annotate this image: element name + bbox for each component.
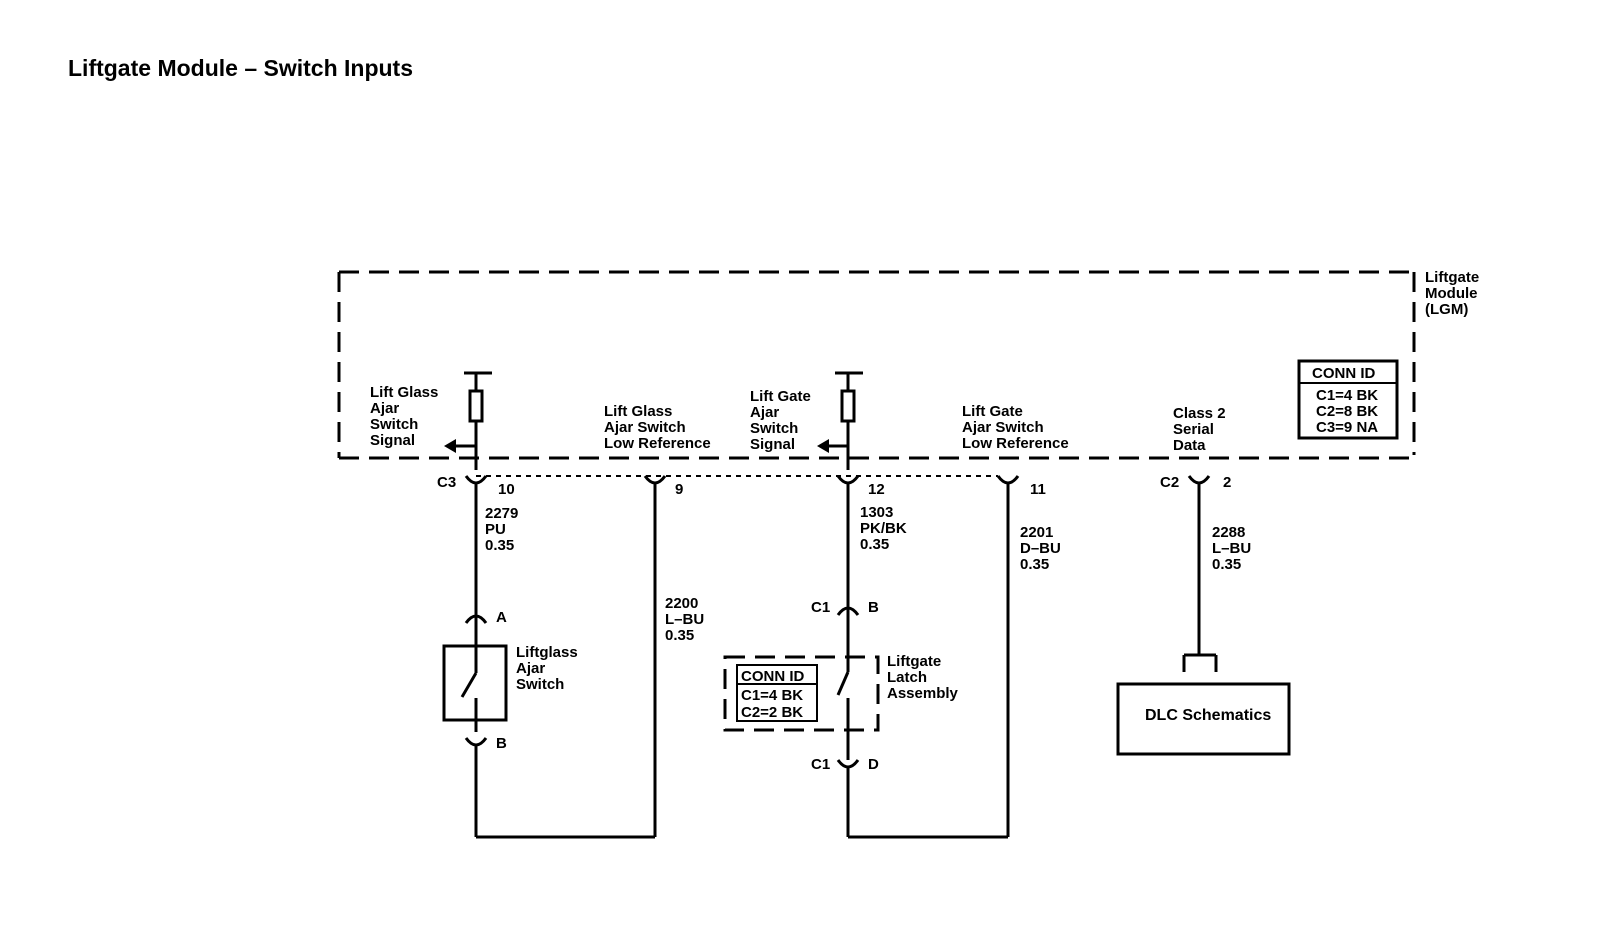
page-title: Liftgate Module – Switch Inputs xyxy=(68,55,413,81)
latch-assembly-boundary xyxy=(723,655,880,732)
connector-c2-label: C2 xyxy=(1160,474,1179,491)
svg-text:Liftglass: Liftglass xyxy=(516,644,578,661)
latch-c1-bottom-label: C1 xyxy=(811,756,830,773)
lift-gate-signal-label: Lift Gate Ajar Switch Signal xyxy=(750,388,811,453)
svg-text:Switch: Switch xyxy=(516,676,564,693)
svg-text:0.35: 0.35 xyxy=(485,537,514,554)
latch-pin-b-label: B xyxy=(868,599,879,616)
svg-text:Lift Gate: Lift Gate xyxy=(750,388,811,405)
connector-c3-label: C3 xyxy=(437,474,456,491)
svg-text:Data: Data xyxy=(1173,437,1206,454)
svg-text:Switch: Switch xyxy=(370,416,418,433)
svg-text:2200: 2200 xyxy=(665,595,698,612)
pin-a-label: A xyxy=(496,609,507,626)
svg-text:0.35: 0.35 xyxy=(860,536,889,553)
latch-pin-d-label: D xyxy=(868,756,879,773)
lift-glass-signal-circuit xyxy=(444,371,492,648)
svg-text:0.35: 0.35 xyxy=(665,627,694,644)
svg-text:CONN ID: CONN ID xyxy=(1312,365,1376,382)
svg-text:2288: 2288 xyxy=(1212,524,1245,541)
svg-text:Ajar Switch: Ajar Switch xyxy=(962,419,1044,436)
svg-text:C1=4 BK: C1=4 BK xyxy=(741,687,803,704)
svg-text:Latch: Latch xyxy=(887,669,927,686)
class2-serial-data-circuit xyxy=(1182,475,1218,672)
module-boundary xyxy=(337,270,1416,460)
svg-text:Serial: Serial xyxy=(1173,421,1214,438)
svg-text:Class 2: Class 2 xyxy=(1173,405,1226,422)
svg-text:Ajar Switch: Ajar Switch xyxy=(604,419,686,436)
liftglass-ajar-switch-label: Liftglass Ajar Switch xyxy=(516,644,578,693)
svg-text:(LGM): (LGM) xyxy=(1425,301,1468,318)
latch-conn-id-box: CONN ID C1=4 BK C2=2 BK xyxy=(736,664,818,722)
svg-text:C2=2 BK: C2=2 BK xyxy=(741,704,803,721)
conn-id-module-box: CONN ID C1=4 BK C2=8 BK C3=9 NA xyxy=(1297,359,1399,440)
wire-2288-label: 2288 L–BU 0.35 xyxy=(1212,524,1251,573)
svg-text:Liftgate: Liftgate xyxy=(1425,269,1479,286)
svg-text:Liftgate: Liftgate xyxy=(887,653,941,670)
liftgate-latch-assembly-label: Liftgate Latch Assembly xyxy=(887,653,959,702)
svg-text:L–BU: L–BU xyxy=(665,611,704,628)
svg-text:Low Reference: Low Reference xyxy=(604,435,711,452)
module-label: Liftgate Module (LGM) xyxy=(1425,269,1479,318)
pin-2-label: 2 xyxy=(1223,474,1231,491)
svg-text:Lift Glass: Lift Glass xyxy=(370,384,438,401)
svg-text:2279: 2279 xyxy=(485,505,518,522)
lift-glass-signal-label: Lift Glass Ajar Switch Signal xyxy=(370,384,438,449)
svg-text:0.35: 0.35 xyxy=(1020,556,1049,573)
lift-glass-low-ref-circuit xyxy=(476,475,667,839)
pin-9-label: 9 xyxy=(675,481,683,498)
liftglass-ajar-switch xyxy=(442,644,508,837)
svg-text:C3=9 NA: C3=9 NA xyxy=(1316,419,1378,436)
svg-text:CONN ID: CONN ID xyxy=(741,668,805,685)
svg-text:C1=4 BK: C1=4 BK xyxy=(1316,387,1378,404)
svg-text:Lift Gate: Lift Gate xyxy=(962,403,1023,420)
svg-text:Lift Glass: Lift Glass xyxy=(604,403,672,420)
svg-text:Low Reference: Low Reference xyxy=(962,435,1069,452)
svg-text:1303: 1303 xyxy=(860,504,893,521)
wire-1303-label: 1303 PK/BK 0.35 xyxy=(860,504,907,553)
latch-c1-top-label: C1 xyxy=(811,599,830,616)
pin-12-label: 12 xyxy=(868,481,885,498)
wire-2200-label: 2200 L–BU 0.35 xyxy=(665,595,704,644)
svg-text:C2=8 BK: C2=8 BK xyxy=(1316,403,1378,420)
pin-10-label: 10 xyxy=(498,481,515,498)
svg-text:Ajar: Ajar xyxy=(750,404,779,421)
lift-gate-low-ref-label: Lift Gate Ajar Switch Low Reference xyxy=(962,403,1069,452)
svg-text:Signal: Signal xyxy=(750,436,795,453)
svg-text:Ajar: Ajar xyxy=(516,660,545,677)
lift-glass-low-ref-label: Lift Glass Ajar Switch Low Reference xyxy=(604,403,711,452)
lift-gate-low-ref-circuit xyxy=(996,475,1020,837)
svg-text:Module: Module xyxy=(1425,285,1478,302)
lift-gate-signal-circuit xyxy=(817,371,1008,839)
pin-b-label: B xyxy=(496,735,507,752)
svg-text:Assembly: Assembly xyxy=(887,685,959,702)
svg-text:Switch: Switch xyxy=(750,420,798,437)
wire-2201-label: 2201 D–BU 0.35 xyxy=(1020,524,1061,573)
dlc-schematics-label: DLC Schematics xyxy=(1145,707,1271,724)
svg-text:PU: PU xyxy=(485,521,506,538)
pin-11-label: 11 xyxy=(1030,481,1046,498)
dlc-schematics-box[interactable]: DLC Schematics xyxy=(1116,682,1291,756)
svg-text:Ajar: Ajar xyxy=(370,400,399,417)
svg-text:L–BU: L–BU xyxy=(1212,540,1251,557)
svg-text:2201: 2201 xyxy=(1020,524,1053,541)
wire-2279-label: 2279 PU 0.35 xyxy=(485,505,518,554)
class2-serial-data-label: Class 2 Serial Data xyxy=(1173,405,1226,454)
svg-text:D–BU: D–BU xyxy=(1020,540,1061,557)
svg-text:0.35: 0.35 xyxy=(1212,556,1241,573)
svg-text:Signal: Signal xyxy=(370,432,415,449)
svg-text:PK/BK: PK/BK xyxy=(860,520,907,537)
